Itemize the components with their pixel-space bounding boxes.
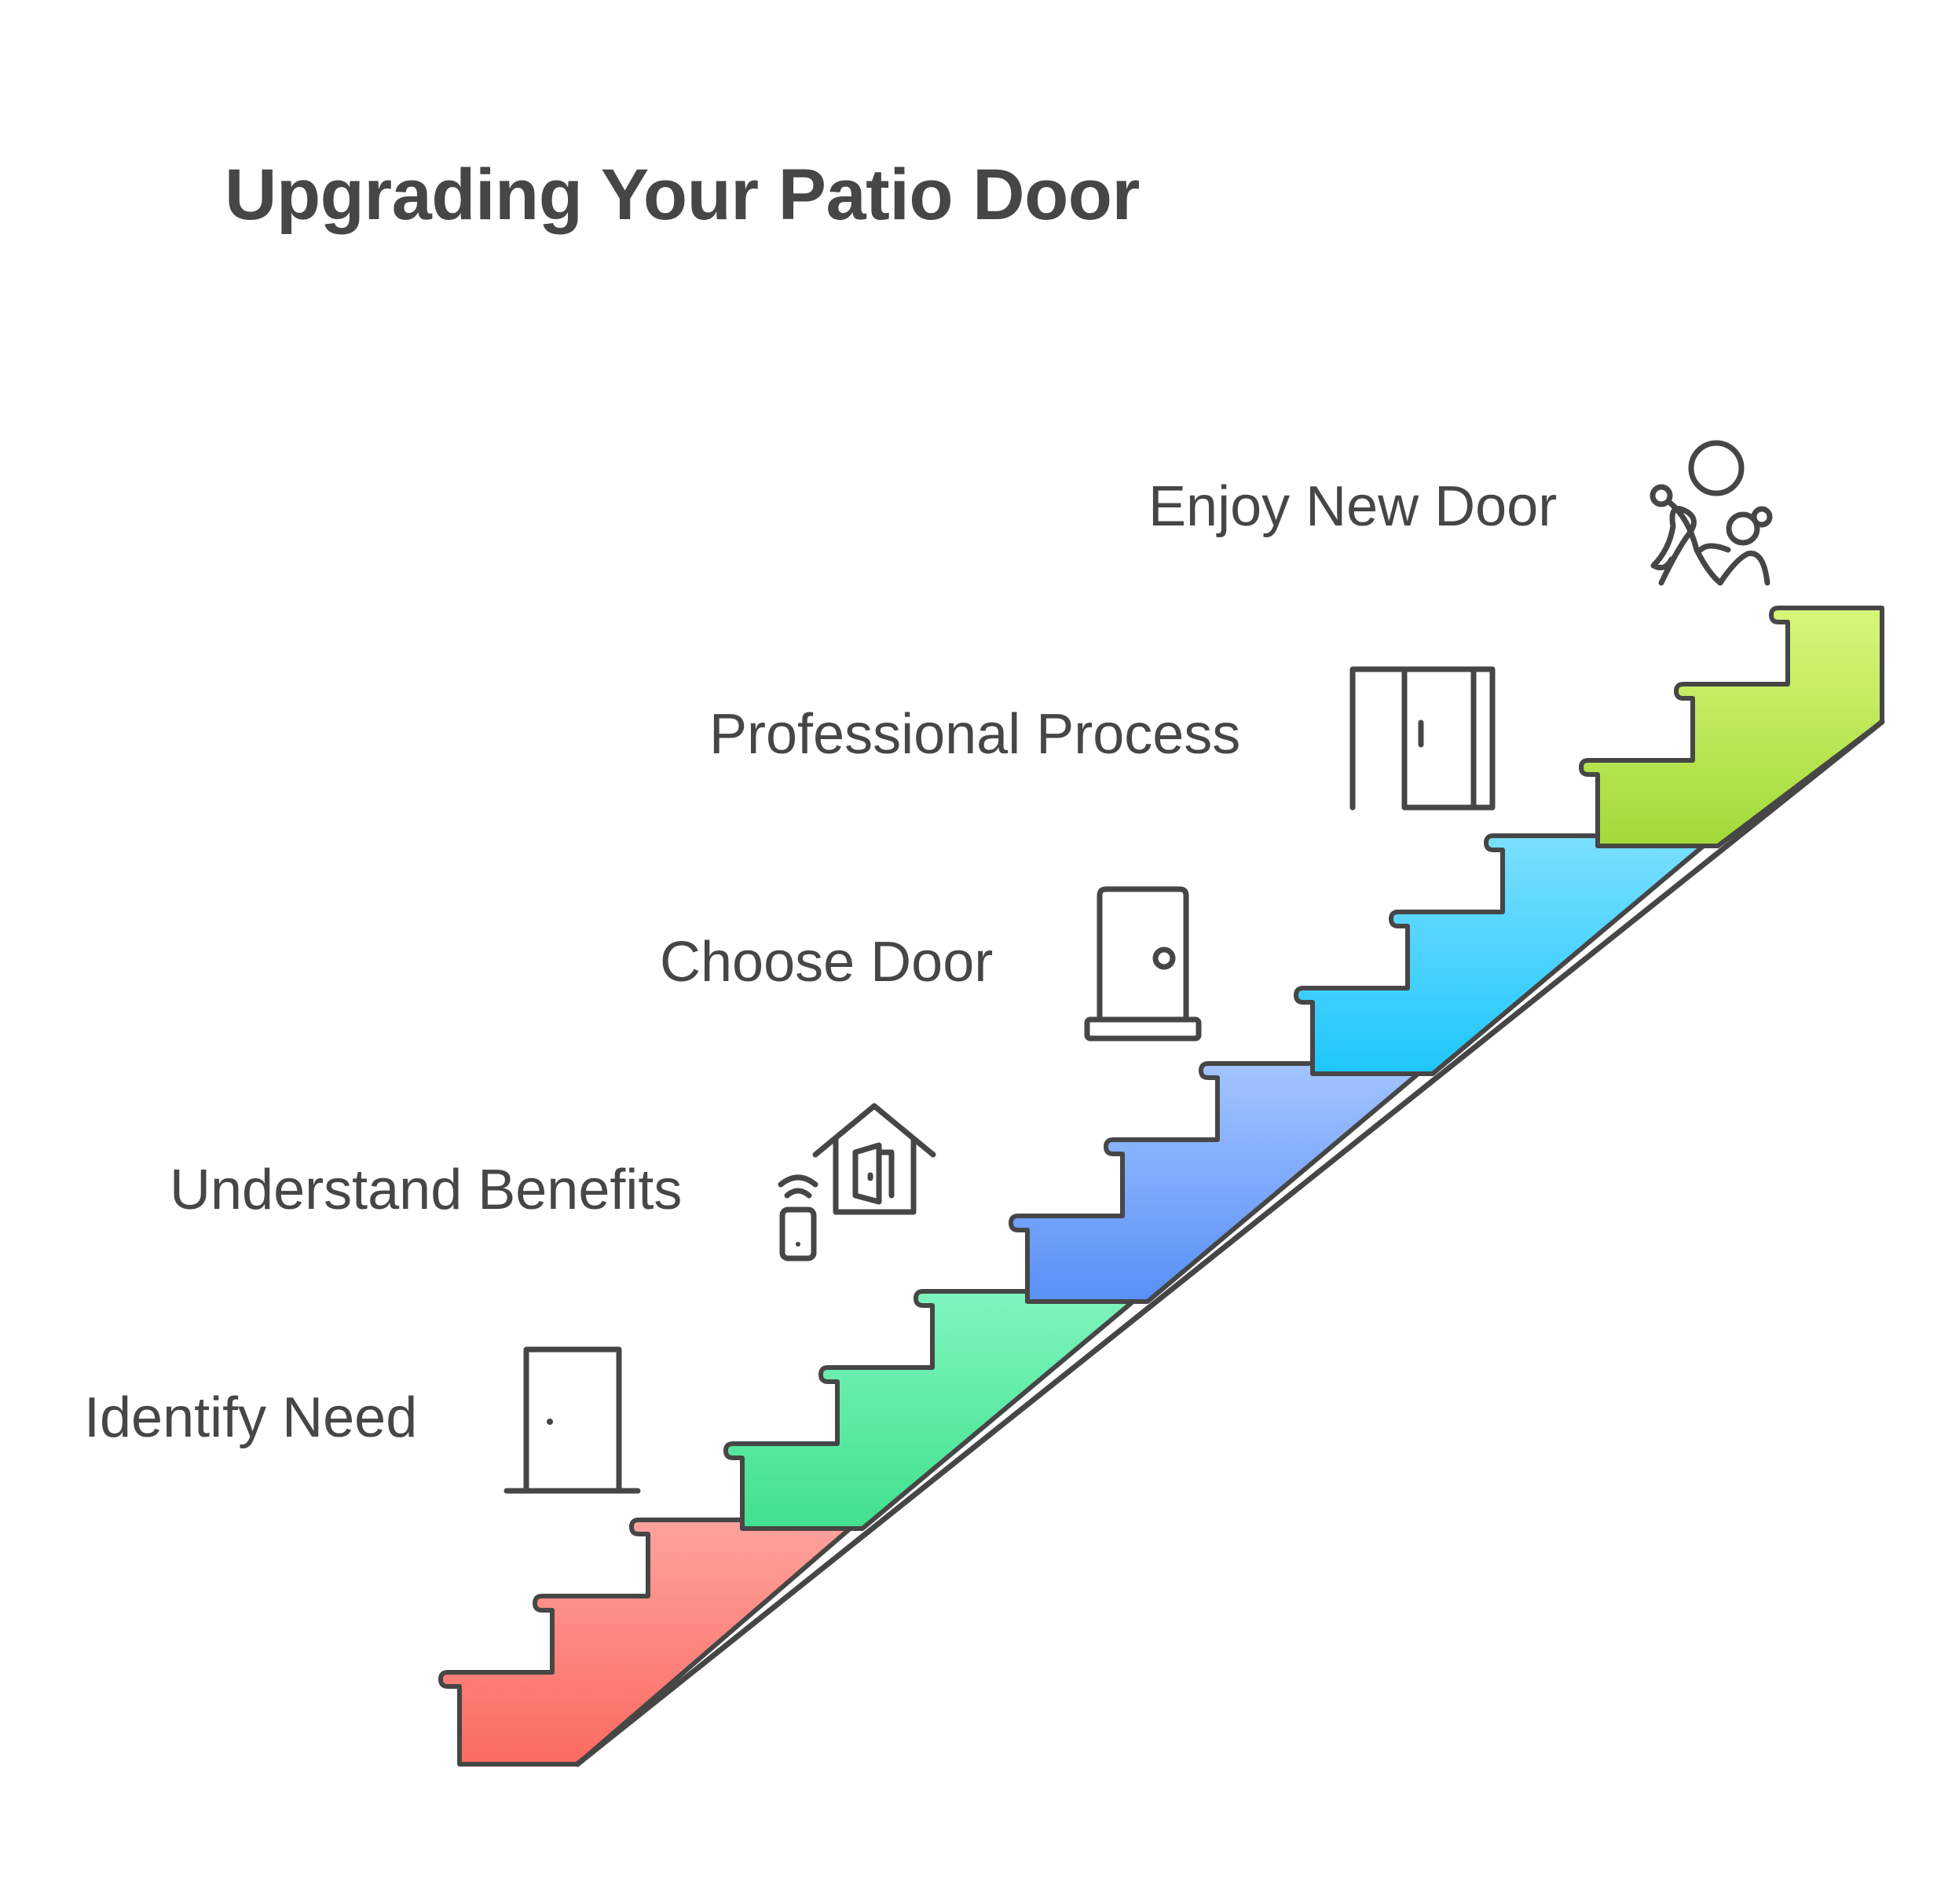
step-label-identify-need: Identify Need xyxy=(84,1386,418,1449)
family-icon xyxy=(1650,440,1773,586)
step-professional-process xyxy=(1294,833,1718,1076)
step-label-understand-benefits: Understand Benefits xyxy=(170,1159,683,1221)
step-identify-need xyxy=(438,1518,862,1767)
smart-home-remote-icon xyxy=(778,1103,936,1261)
double-door-icon xyxy=(1349,666,1496,811)
step-choose-door xyxy=(1009,1061,1433,1304)
door-with-threshold-icon xyxy=(1084,886,1202,1042)
stair-stringer xyxy=(574,719,1885,1767)
step-label-enjoy-new-door: Enjoy New Door xyxy=(1148,475,1558,538)
step-label-choose-door: Choose Door xyxy=(660,931,994,994)
step-label-professional-process: Professional Process xyxy=(709,703,1241,766)
page-title: Upgrading Your Patio Door xyxy=(225,155,1140,235)
step-understand-benefits xyxy=(723,1289,1148,1531)
door-icon xyxy=(503,1346,641,1494)
step-enjoy-new-door xyxy=(1579,606,1884,848)
